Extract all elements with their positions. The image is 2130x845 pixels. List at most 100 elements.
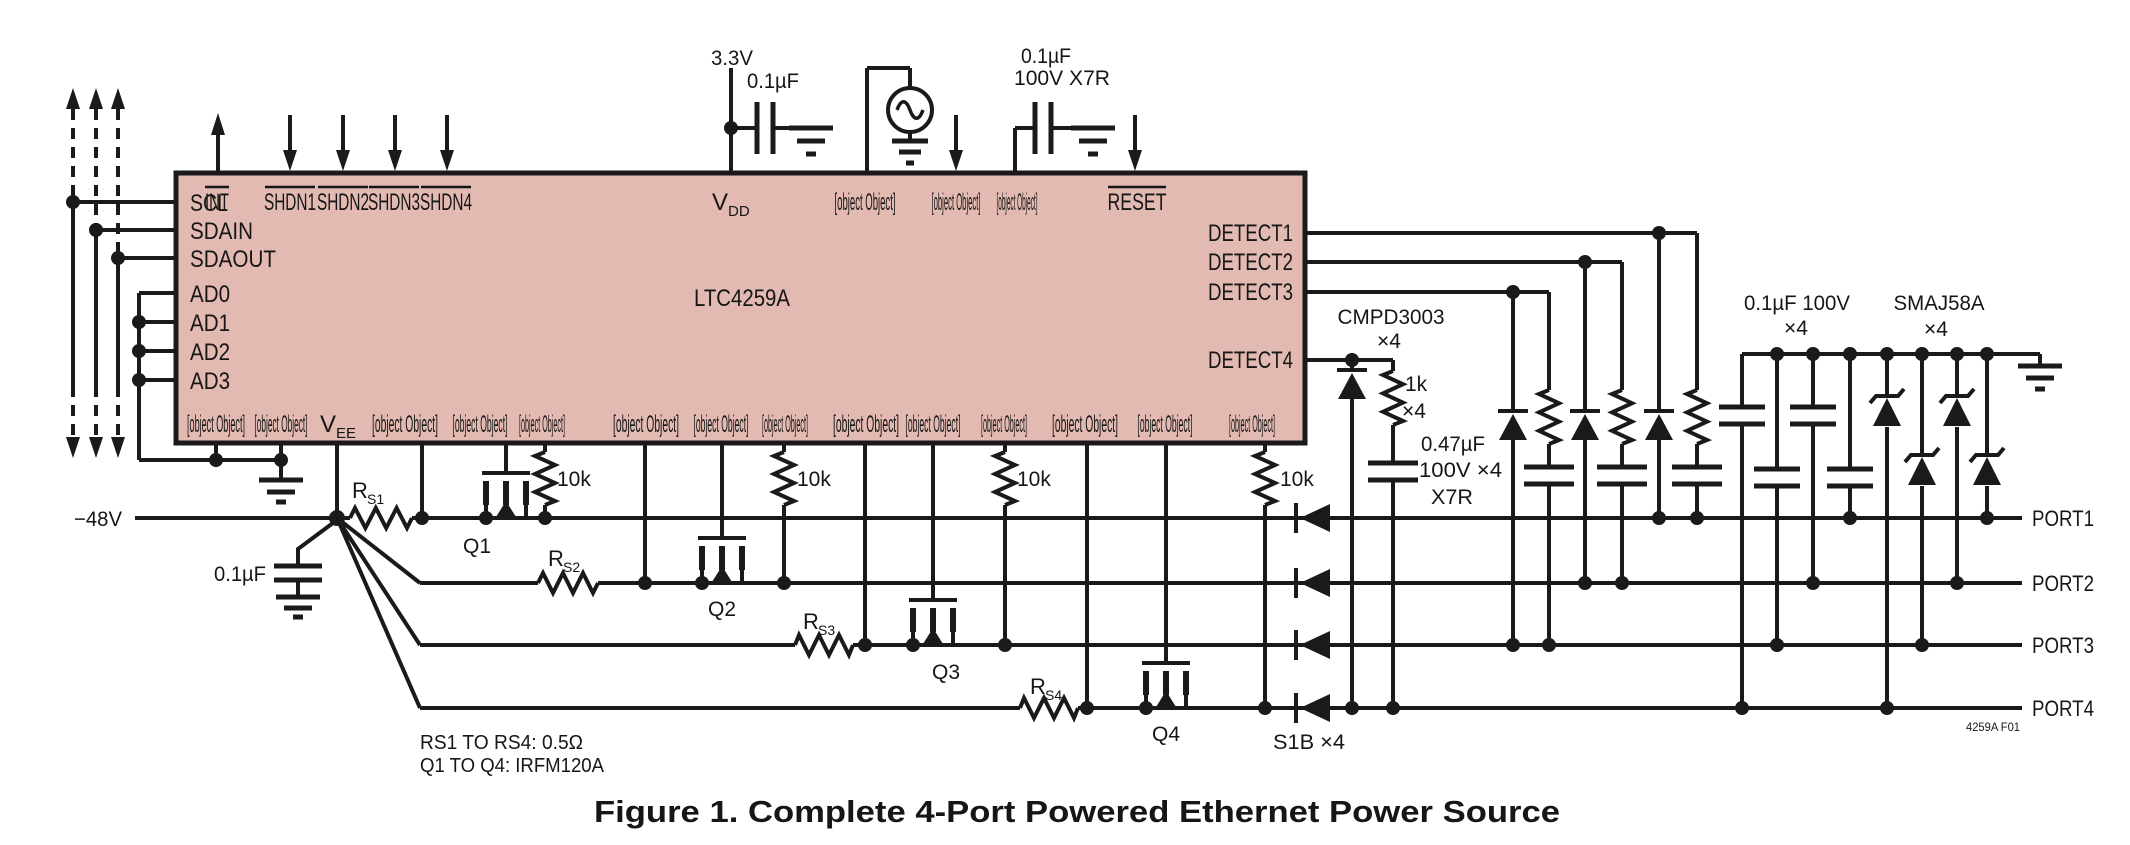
resistor-rs4-sub: S4: [1045, 687, 1062, 703]
junction-dot: [1578, 576, 1592, 590]
pin-label-byp: [object Object]: [997, 189, 1038, 216]
junction-dot: [1345, 353, 1359, 367]
diode-cmpd3003-icon: [1337, 368, 1367, 399]
pin-label-sdaout: SDAOUT: [190, 246, 276, 273]
junction-dot: [1806, 576, 1820, 590]
mosfet-q4-label: Q4: [1152, 723, 1180, 746]
capacitor-bulk-icon: [1790, 404, 1836, 427]
pin-label-sense2: [object Object]: [613, 411, 679, 438]
diode-s1b-port4: [1294, 693, 1330, 723]
channel-wires: [420, 443, 1281, 708]
pin-label-vee: V: [320, 411, 336, 438]
resistor-rs4-label: R: [1030, 674, 1046, 699]
junction-dot: [1915, 638, 1929, 652]
pin-label-int: INT: [205, 189, 229, 216]
resistor-rs3-icon: [793, 630, 855, 660]
junction-dots: [66, 121, 1994, 715]
ground-icon: [259, 477, 303, 505]
resistor-10k-icon: [529, 450, 561, 507]
i2c-bus-wires: [66, 88, 125, 458]
junction-dot: [479, 511, 493, 525]
diode-s1b-port1: [1294, 503, 1330, 533]
resistor-rs3-sub: S3: [818, 622, 835, 638]
pin-label-ad0: AD0: [190, 281, 230, 308]
oscillator-icon: [886, 86, 934, 134]
port2-label: PORT2: [2032, 571, 2094, 596]
junction-dot: [1690, 511, 1704, 525]
detect-wires: [1305, 231, 1697, 362]
junction-dot: [695, 576, 709, 590]
arrow-down-icon: [949, 150, 963, 171]
pin-label-out2: [object Object]: [762, 411, 808, 438]
junction-dot: [1386, 701, 1400, 715]
tvs-smaj-label-1: SMAJ58A: [1894, 292, 1985, 315]
resistor-10k-icon: [989, 450, 1021, 507]
junction-dot: [1080, 701, 1094, 715]
cap-bulk-label-1: 0.1µF 100V: [1744, 292, 1850, 315]
agnd-ground: [259, 460, 303, 505]
pin-label-scl: SCL: [190, 190, 228, 217]
arrow-down-icon: [388, 150, 402, 171]
junction-dot: [1880, 701, 1894, 715]
resistor-rs2-label: R: [548, 546, 564, 571]
cap-vdd-label: 0.1µF: [747, 70, 799, 93]
junction-dot: [111, 251, 125, 265]
junction-dot: [1542, 638, 1556, 652]
junction-dot: [1915, 347, 1929, 361]
cap-047-label-1: 0.47µF: [1421, 433, 1485, 456]
mosfet-q2-label: Q2: [708, 598, 736, 621]
pin-label-vdd: V: [712, 189, 728, 216]
mosfet-q3-label: Q3: [932, 661, 960, 684]
junction-dot: [638, 576, 652, 590]
diode-cmpd3003-icon: [1644, 409, 1674, 440]
mosfet-q2: [698, 536, 746, 583]
junction-dot: [1615, 576, 1629, 590]
pin-label-vdd-sub: DD: [728, 203, 750, 220]
resistor-1k-icon: [1606, 388, 1638, 446]
resistor-10k-icon: [1249, 450, 1281, 507]
capacitor-047uf-icon: [1597, 464, 1647, 487]
cap-byp-label-1: 0.1µF: [1021, 45, 1071, 68]
junction-dot: [1980, 511, 1994, 525]
junction-dot: [66, 195, 80, 209]
diode-cmpd-label-1: CMPD3003: [1338, 306, 1445, 329]
arrow-down-icon: [283, 150, 297, 171]
pin-label-out4: [object Object]: [1229, 411, 1275, 438]
junction-dot: [1345, 701, 1359, 715]
pin-label-gate2: [object Object]: [694, 411, 749, 438]
pin-label-shdn2: SHDN2: [317, 189, 369, 216]
diode-cmpd3003-icon: [1570, 409, 1600, 440]
note-q-values: Q1 TO Q4: IRFM120A: [420, 755, 605, 777]
capacitor-bulk-icon: [1827, 466, 1873, 489]
tvs-smaj58a-icon: [1968, 446, 2006, 485]
supply-minus48v-label: −48V: [74, 508, 122, 531]
junction-dot: [132, 315, 146, 329]
junction-dot: [132, 373, 146, 387]
junction-dot: [858, 638, 872, 652]
vee-wires: [274, 443, 339, 620]
resistor-rs3-label: R: [803, 609, 819, 634]
arrow-up-icon: [66, 88, 80, 109]
arrow-down-icon: [1128, 150, 1142, 171]
junction-dot: [1770, 638, 1784, 652]
arrow-down-icon: [66, 437, 80, 458]
junction-dot: [998, 638, 1012, 652]
junction-dot: [274, 453, 288, 467]
diode-cmpd3003-icon: [1498, 409, 1528, 440]
pin-label-sense3: [object Object]: [833, 411, 899, 438]
junction-dot: [1139, 701, 1153, 715]
resistor-10k-label-4: 10k: [1280, 468, 1314, 491]
tvs-smaj-label-2: ×4: [1924, 318, 1948, 341]
port1-label: PORT1: [2032, 506, 2094, 531]
ground-icon: [276, 594, 320, 620]
arrow-up-icon: [211, 113, 225, 135]
ground-icon: [2018, 363, 2062, 392]
junction-dot: [1980, 347, 1994, 361]
junction-dot: [1806, 347, 1820, 361]
pin-label-detect1: DETECT1: [1208, 220, 1293, 247]
pin-label-shdn4: SHDN4: [420, 189, 472, 216]
arrow-down-icon: [111, 437, 125, 458]
resistor-rs1-icon: [348, 503, 414, 533]
junction-dot: [1652, 226, 1666, 240]
capacitor-vdd-icon: [754, 102, 776, 154]
